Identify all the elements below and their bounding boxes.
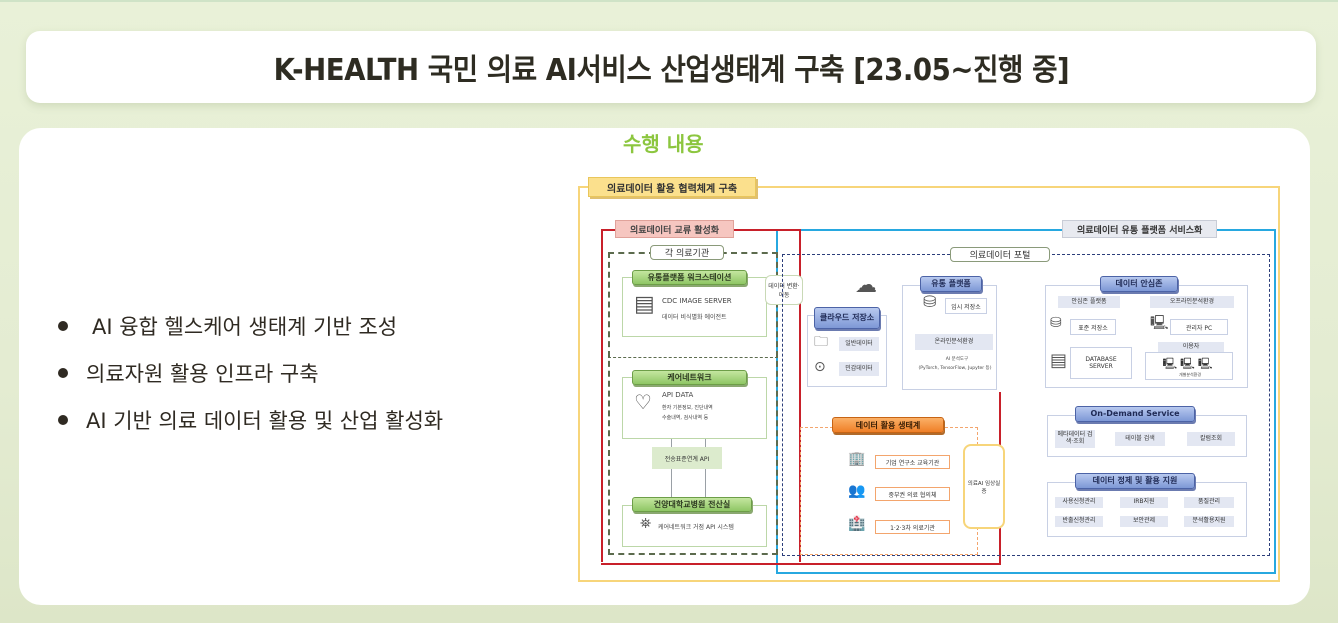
collaboration-diagram: 의료데이터 활용 협력체계 구축 의료데이터 유통 플랫폼 서비스화 의료데이터… (570, 172, 1290, 587)
outer-title-tag: 의료데이터 활용 협력체계 구축 (588, 177, 757, 197)
data-transfer-label: 데이터 변환·이동 (765, 275, 803, 305)
admin-pc-icon: 🖳 (1150, 315, 1169, 331)
ai-tools-line1: AI 분석도구 (945, 357, 969, 362)
outer-frame (578, 186, 1280, 582)
ecosystem-item: 중부권 의료 협의체 (875, 487, 950, 501)
bullet-item: AI 융합 헬스케어 생태계 기반 조성 (58, 302, 443, 349)
camera-folder-icon: ⊙ (814, 359, 826, 375)
hospital-title: 건양대학교병원 전산실 (632, 497, 752, 512)
portal-label: 의료데이터 포털 (950, 247, 1050, 262)
bullet-dot-icon (58, 414, 68, 425)
db-server-line2: SERVER (1089, 363, 1113, 370)
carenetwork-line1: API DATA (662, 391, 694, 399)
workstation-line1: CDC IMAGE SERVER (662, 297, 732, 305)
workstation-title: 유통플랫폼 워크스테이션 (632, 270, 747, 285)
clinical-validation-box: 의료AI 임상실증 (963, 444, 1005, 529)
admin-pc-cell: 관리자 PC (1170, 319, 1228, 335)
cloud-server-icon: ☁ (855, 273, 877, 298)
support-item: 분석활용지원 (1184, 516, 1234, 527)
ecosystem-item: 1·2·3차 의료기관 (875, 520, 950, 534)
std-storage-cell: 표준 저장소 (1070, 319, 1116, 335)
temp-storage-cell: 임시 저장소 (945, 298, 987, 314)
page-title: K-HEALTH 국민 의료 AI서비스 산업생태계 구축 [23.05~진행 … (273, 53, 1069, 88)
user-label: 이용자 (1158, 342, 1224, 352)
db-server-icon: ▤ (1050, 350, 1068, 371)
cloud-storage-title: 클라우드 저장소 (814, 307, 880, 329)
support-item: IRB지원 (1120, 497, 1168, 508)
on-demand-item: 테이블 검색 (1115, 432, 1165, 446)
safezone-platform-label: 안심존 플랫폼 (1058, 296, 1120, 308)
support-box (1047, 482, 1247, 537)
building-icon: 🏢 (848, 451, 866, 467)
bullet-item: AI 기반 의료 데이터 활용 및 산업 활성화 (58, 396, 443, 443)
db-server-cell: DATABASE SERVER (1070, 347, 1132, 379)
bullet-list: AI 융합 헬스케어 생태계 기반 조성 의료자원 활용 인프라 구축 AI 기… (58, 302, 443, 443)
on-demand-title: On-Demand Service (1075, 406, 1195, 422)
api-standard-label: 전송표준연계 API (652, 447, 722, 469)
platform-service-tag: 의료데이터 유통 플랫폼 서비스화 (1062, 220, 1218, 238)
user-pc-icon: 🖳🖳🖳 (1162, 357, 1216, 370)
server-icon: ▤ (634, 292, 655, 317)
on-demand-item: 칼럼조회 (1187, 432, 1235, 446)
support-title: 데이터 정제 및 활용 지원 (1075, 473, 1195, 489)
institutions-divider (608, 357, 778, 358)
safezone-title: 데이터 안심존 (1100, 276, 1178, 292)
on-demand-item: 메타데이터 검색·조회 (1055, 430, 1095, 448)
hospital-line1: 케어네트워크 거점 API 시스템 (658, 524, 734, 531)
general-data-cell: 일반데이터 (839, 337, 879, 351)
workstation-line2: 데이터 비식별화 에이전트 (662, 314, 727, 321)
offline-env-label: 오프라인분석환경 (1150, 296, 1234, 308)
support-item: 반출신청관리 (1055, 516, 1103, 527)
support-item: 사용신청관리 (1055, 497, 1103, 508)
ecosystem-item: 기업 연구소 교육기관 (875, 455, 950, 469)
bullet-dot-icon (58, 367, 68, 378)
user-env-label: 개별분석환경 (1178, 372, 1202, 377)
carenetwork-title: 케어네트워크 (632, 370, 747, 385)
ecosystem-title: 데이터 활용 생태계 (832, 417, 944, 433)
carenetwork-line3: 수술내역, 검사내역 등 (662, 415, 709, 421)
data-exchange-tag: 의료데이터 교류 활성화 (615, 220, 735, 238)
beacon-icon: ⛯ (640, 516, 652, 532)
online-env-cell: 온라인분석환경 (915, 334, 993, 350)
carenetwork-line2: 환자 기본정보, 진단내역 (662, 405, 713, 411)
folder-icon: 🗀 (814, 334, 828, 350)
bullet-dot-icon (58, 320, 68, 331)
medical-record-icon: ♡ (634, 390, 652, 414)
platform-title: 유통 플랫폼 (920, 276, 982, 292)
hospital-icon: 🏥 (848, 516, 866, 532)
db-server-line1: DATABASE (1085, 356, 1117, 363)
sensitive-data-cell: 민감데이터 (839, 362, 879, 376)
section-label: 수행 내용 (623, 132, 704, 156)
ai-tools-line2: (PyTorch, TensorFlow, Jupyter 등) (918, 366, 992, 371)
institution-label: 각 의료기관 (650, 245, 724, 260)
database-icon: ⛁ (923, 292, 937, 311)
secure-db-icon: ⛁ (1050, 315, 1062, 331)
title-card: K-HEALTH 국민 의료 AI서비스 산업생태계 구축 [23.05~진행 … (26, 31, 1316, 103)
support-item: 보안관제 (1120, 516, 1168, 527)
support-item: 품질관리 (1184, 497, 1234, 508)
bullet-item: 의료자원 활용 인프라 구축 (58, 349, 443, 396)
group-icon: 👥 (848, 483, 866, 499)
user-pcs: 🖳🖳🖳 (1145, 352, 1233, 380)
